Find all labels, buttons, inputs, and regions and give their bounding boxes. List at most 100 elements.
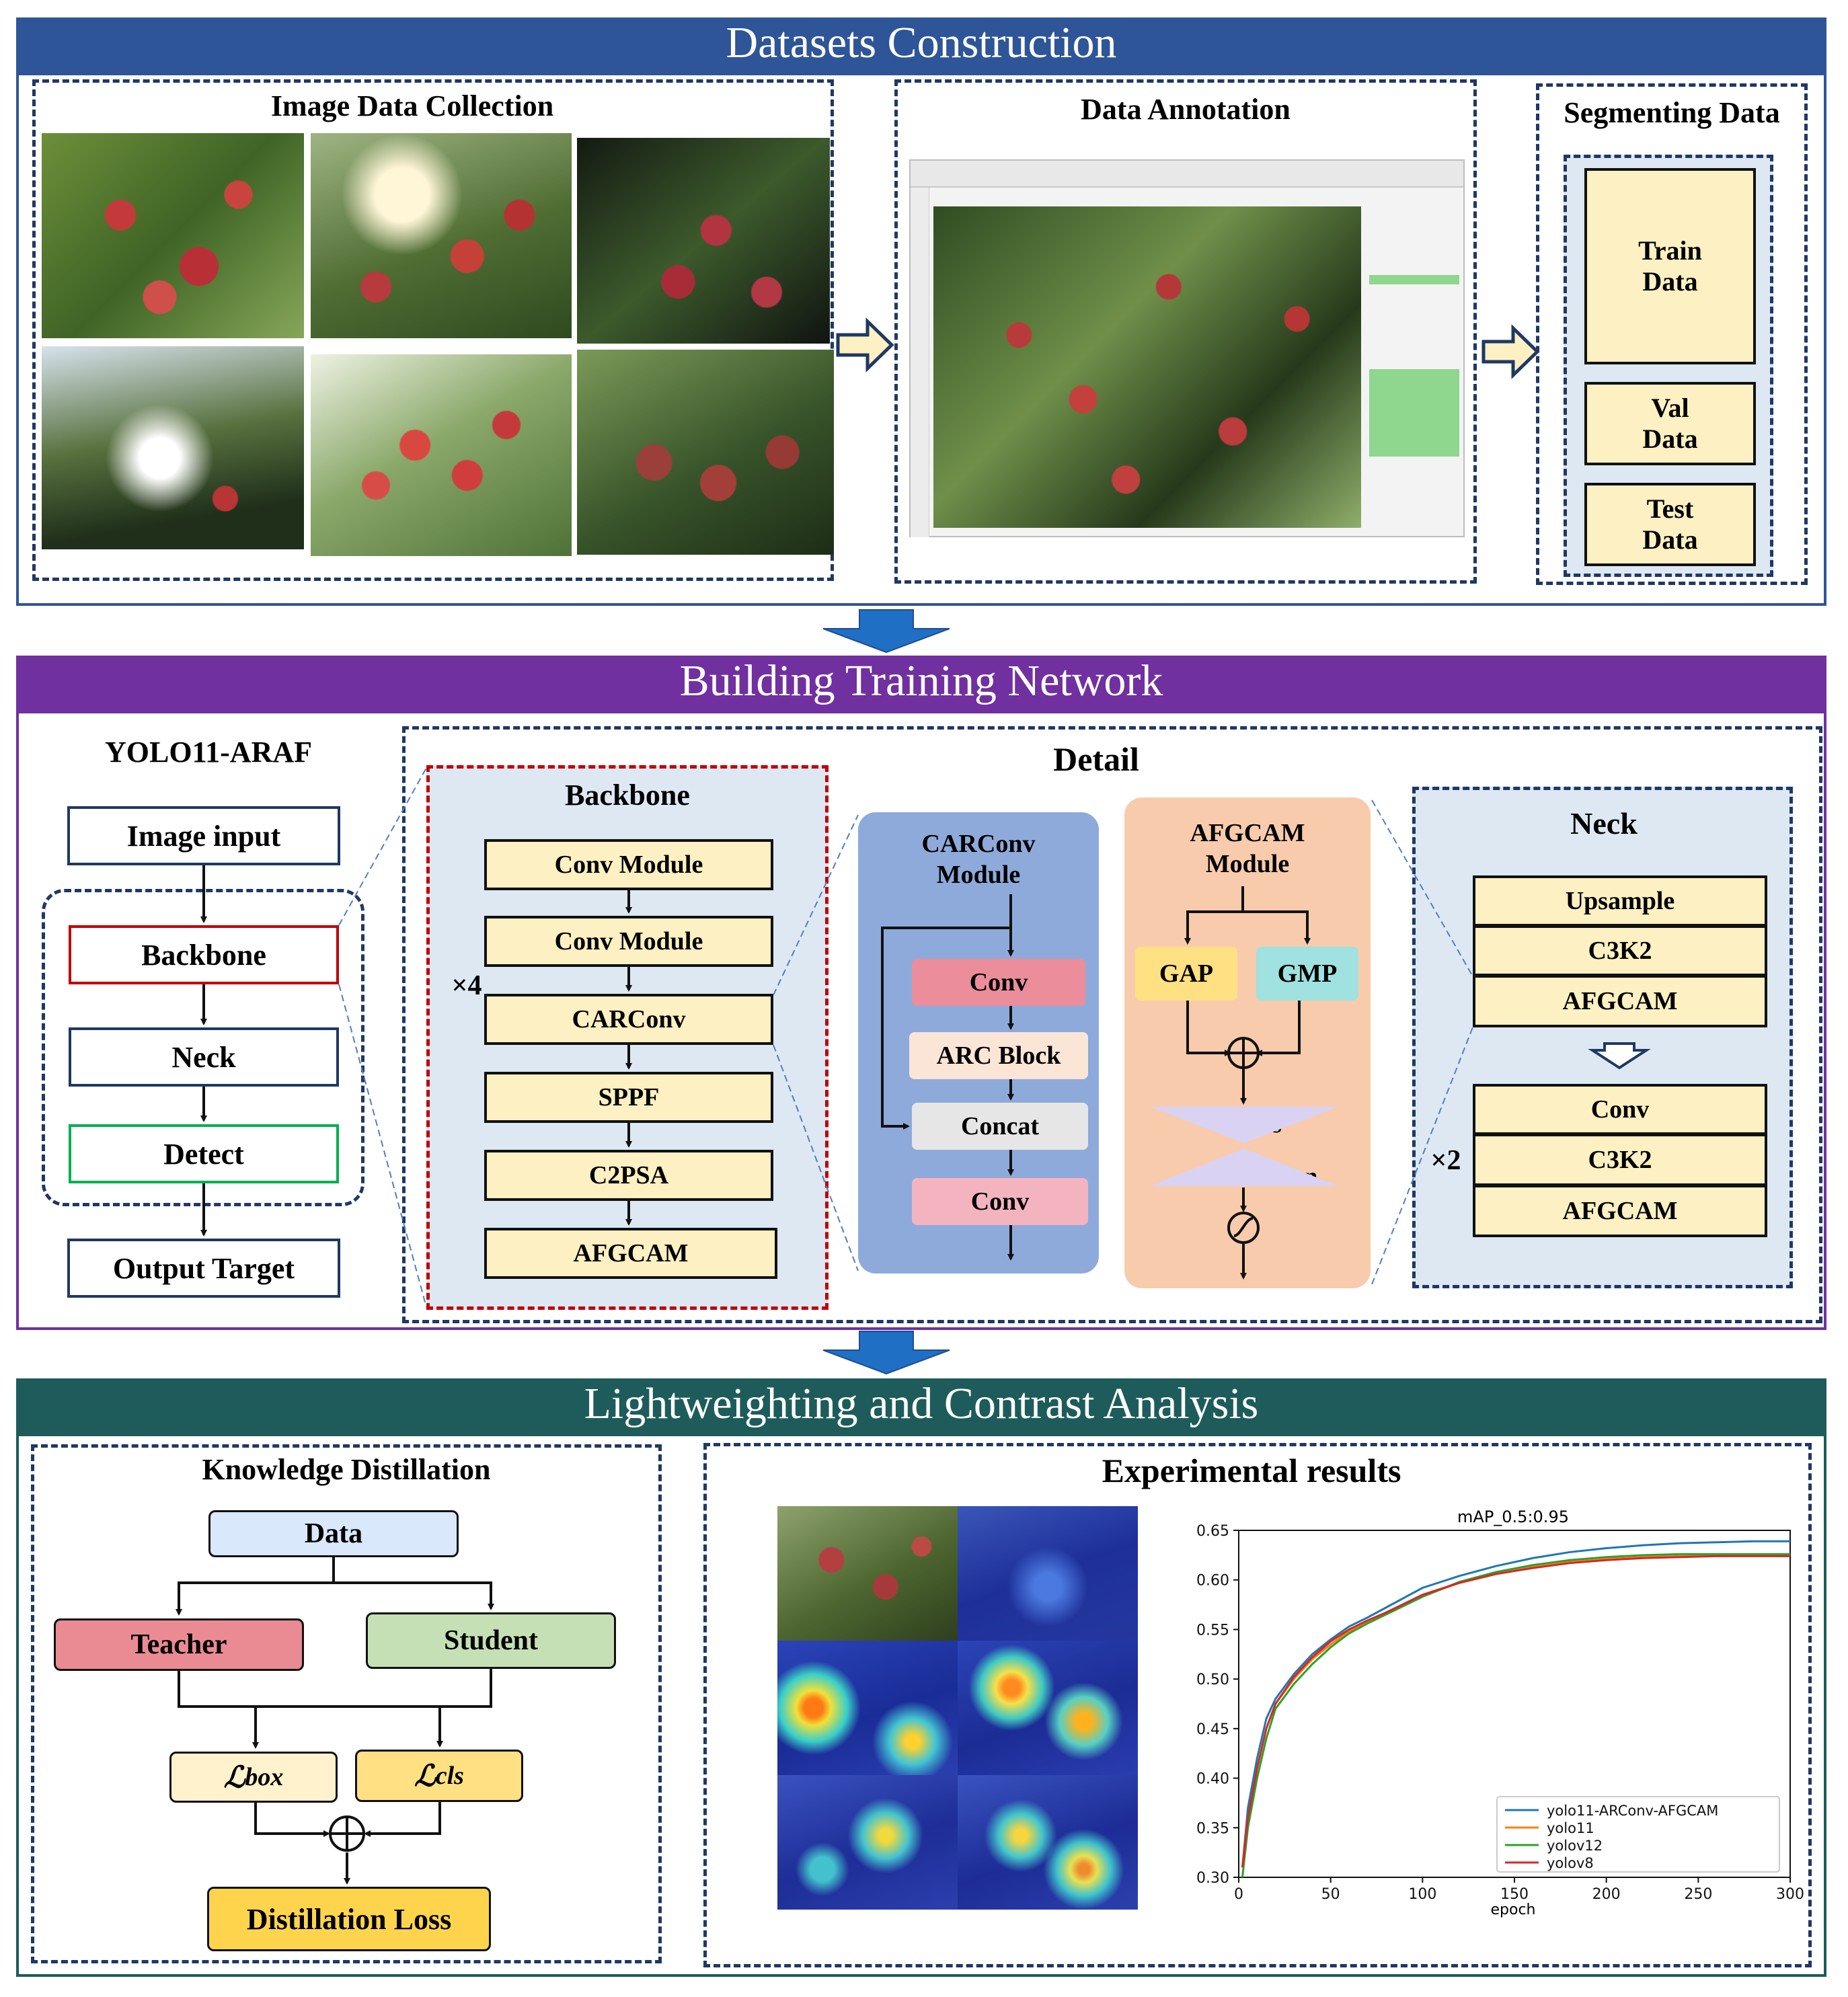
afgcam-gmp: GMP: [1256, 947, 1358, 1001]
neck-c3k2-bottom: C3K2: [1473, 1134, 1767, 1186]
flow-detect: Detect: [69, 1124, 339, 1183]
carconv-concat: Concat: [912, 1103, 1088, 1150]
neck-c3k2-top-label: C3K2: [1588, 937, 1652, 965]
kd-data-label: Data: [304, 1518, 363, 1549]
results-title: Experimental results: [1102, 1452, 1401, 1489]
chart-xlabel: epoch: [1490, 1902, 1536, 1918]
kd-loss-cls-subscript: cls: [435, 1762, 464, 1790]
kd-panel: [31, 1444, 662, 1963]
test-data-box: Test Data: [1584, 483, 1756, 566]
apple-photo-6: [577, 350, 834, 555]
chart-title: mAP_0.5:0.95: [1457, 1507, 1569, 1526]
carconv-conv-1-label: Conv: [969, 968, 1028, 996]
afgcam-cross-label: Cross: [1219, 1110, 1282, 1138]
neck-afgcam-top: AFGCAM: [1473, 975, 1767, 1027]
apple-photo-5: [311, 354, 572, 556]
tool-label-panel: [1369, 275, 1459, 284]
backbone-detail-title: Backbone: [565, 779, 690, 812]
collection-panel: [32, 79, 834, 581]
neck-afgcam-bottom: AFGCAM: [1473, 1185, 1767, 1237]
collection-title: Image Data Collection: [270, 89, 554, 122]
flow-output-target-label: Output Target: [112, 1251, 295, 1285]
flow-neck-label: Neck: [171, 1040, 236, 1074]
kd-title: Knowledge Distillation: [202, 1453, 491, 1486]
heatmap-cam-2: [777, 1641, 958, 1775]
flow-image-input-label: Image input: [126, 819, 281, 853]
apple-photo-2: [311, 133, 572, 338]
kd-loss-cls-symbol: ℒ: [414, 1759, 436, 1793]
analysis-header: Lightweighting and Contrast Analysis: [16, 1378, 1826, 1436]
heatmap-cam-4: [777, 1775, 958, 1910]
annotation-panel: [894, 79, 1477, 584]
detail-title: Detail: [1053, 740, 1139, 778]
neck-c3k2-bottom-label: C3K2: [1588, 1146, 1652, 1174]
backbone-sppf-label: SPPF: [598, 1083, 660, 1111]
backbone-conv-module-1-label: Conv Module: [554, 851, 703, 879]
backbone-conv-module-2: Conv Module: [484, 916, 773, 967]
heatmap-cam-1: [958, 1506, 1138, 1641]
afgcam-correlation-label: correlation: [1197, 1163, 1318, 1191]
carconv-arc-block-label: ARC Block: [936, 1042, 1061, 1070]
kd-loss-box-subscript: box: [245, 1763, 284, 1791]
flow-detect-label: Detect: [163, 1137, 244, 1171]
apple-photo-4: [42, 346, 304, 549]
flow-neck: Neck: [69, 1027, 339, 1087]
flow-image-input: Image input: [67, 806, 340, 865]
train-data-label: Train Data: [1638, 235, 1702, 297]
arrow-datasets-to-network: [822, 609, 950, 654]
tool-file-list: [1369, 369, 1459, 457]
train-data-box: Train Data: [1584, 168, 1756, 364]
backbone-afgcam-label: AFGCAM: [573, 1239, 689, 1267]
backbone-carconv-label: CARConv: [572, 1005, 686, 1033]
neck-detail-title: Neck: [1570, 806, 1638, 840]
backbone-conv-module-2-label: Conv Module: [554, 927, 703, 955]
network-header: Building Training Network: [16, 656, 1826, 713]
val-data-label: Val Data: [1642, 393, 1698, 454]
kd-student-label: Student: [443, 1625, 539, 1656]
backbone-c2psa-label: C2PSA: [588, 1161, 669, 1189]
neck-upsample: Upsample: [1473, 875, 1767, 927]
backbone-sppf: SPPF: [484, 1072, 773, 1123]
kd-loss-box-symbol: ℒ: [223, 1760, 245, 1794]
heatmap-grid: [777, 1506, 1138, 1910]
heatmap-cam-5: [958, 1775, 1138, 1910]
carconv-conv-2-label: Conv: [970, 1187, 1030, 1216]
neck-afgcam-bottom-label: AFGCAM: [1562, 1197, 1678, 1225]
carconv-conv-2: Conv: [912, 1178, 1088, 1225]
analysis-title: Lightweighting and Contrast Analysis: [584, 1379, 1259, 1428]
apple-photo-1: [42, 133, 304, 338]
datasets-header: Datasets Construction: [16, 17, 1826, 75]
heatmap-original-photo: [777, 1506, 958, 1641]
kd-teacher-box: Teacher: [54, 1618, 304, 1671]
kd-teacher-label: Teacher: [130, 1629, 227, 1660]
val-data-box: Val Data: [1584, 382, 1756, 465]
neck-conv-label: Conv: [1590, 1095, 1650, 1124]
results-panel: [703, 1443, 1812, 1967]
annotation-title: Data Annotation: [1081, 93, 1291, 126]
backbone-afgcam: AFGCAM: [484, 1228, 777, 1279]
network-title: Building Training Network: [679, 656, 1163, 705]
afgcam-gap: GAP: [1135, 947, 1237, 1001]
neck-upsample-label: Upsample: [1565, 887, 1675, 915]
afgcam-module-title: AFGCAM Module: [1190, 819, 1305, 878]
tool-canvas: [933, 206, 1361, 528]
backbone-c2psa: C2PSA: [484, 1150, 773, 1201]
carconv-concat-label: Concat: [960, 1112, 1040, 1140]
arrow-network-to-analysis: [822, 1331, 950, 1375]
tool-toolbar: [911, 161, 1463, 188]
tool-sidebar: [911, 188, 929, 537]
carconv-conv-1: Conv: [912, 959, 1085, 1006]
afgcam-gap-label: GAP: [1159, 960, 1214, 988]
carconv-arc-block: ARC Block: [909, 1032, 1088, 1079]
heatmap-cam-3: [958, 1641, 1138, 1775]
flow-backbone: Backbone: [69, 925, 339, 984]
backbone-repeat-label: ×4: [451, 970, 482, 1001]
backbone-conv-module-1: Conv Module: [484, 839, 773, 890]
apple-photo-3: [577, 138, 830, 344]
labeling-tool-screenshot: [909, 159, 1465, 537]
afgcam-gmp-label: GMP: [1277, 960, 1338, 988]
neck-afgcam-top-label: AFGCAM: [1562, 987, 1678, 1015]
neck-c3k2-top: C3K2: [1473, 925, 1767, 976]
